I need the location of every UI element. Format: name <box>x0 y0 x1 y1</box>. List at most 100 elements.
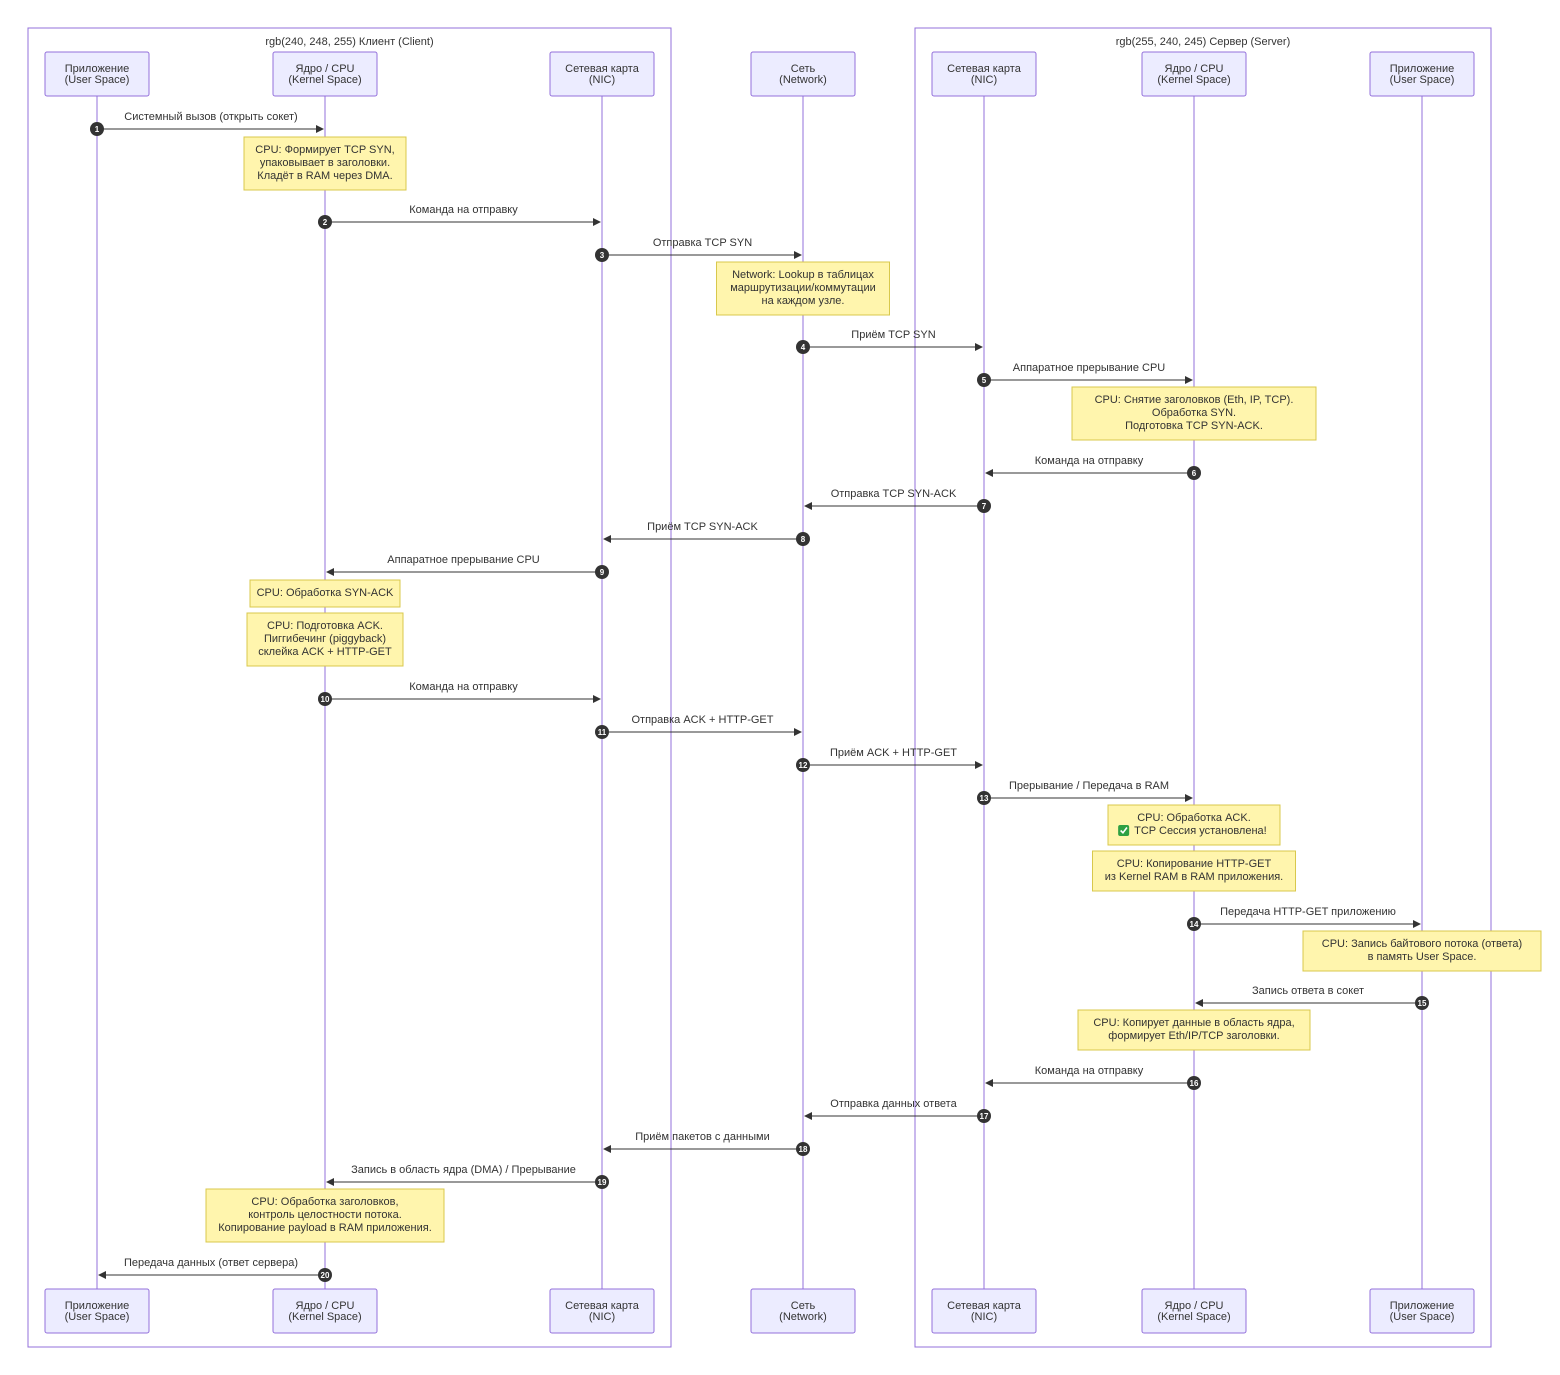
checkmark-icon <box>1118 825 1130 836</box>
participant-net-bottom: Сеть(Network) <box>750 1288 856 1334</box>
message-label: Отправка TCP SYN <box>653 237 752 249</box>
sequence-number-badge <box>977 791 991 805</box>
message-label: Команда на отправку <box>409 204 518 216</box>
participant-box <box>1141 1288 1247 1334</box>
participant-label: Ядро / CPU <box>296 63 355 75</box>
participant-s_cpu-bottom: Ядро / CPU(Kernel Space) <box>1141 1288 1247 1334</box>
participant-label: (Kernel Space) <box>288 74 361 86</box>
participant-c_nic-top: Сетевая карта(NIC) <box>549 51 655 97</box>
message-17: Отправка данных ответа 17 <box>804 1098 991 1123</box>
participant-net-top: Сеть(Network) <box>750 51 856 97</box>
message-label: Запись в область ядра (DMA) / Прерывание <box>351 1164 576 1176</box>
participant-c_app-top: Приложение(User Space) <box>44 51 150 97</box>
participant-c_cpu-top: Ядро / CPU(Kernel Space) <box>272 51 378 97</box>
sequence-number-badge <box>318 215 332 229</box>
participant-s_nic-bottom: Сетевая карта(NIC) <box>931 1288 1037 1334</box>
participant-label: (User Space) <box>65 1311 130 1323</box>
note-text: маршрутизации/коммутации <box>730 282 876 294</box>
note-text: контроль целостности потока. <box>248 1209 402 1221</box>
participant-label: (Network) <box>779 74 827 86</box>
sequence-number: 17 <box>980 1112 989 1121</box>
message-9: Аппаратное прерывание CPU 9 <box>326 554 609 579</box>
sequence-number-badge <box>796 1142 810 1156</box>
message-label: Отправка ACK + HTTP-GET <box>631 714 773 726</box>
client-box-title: rgb(240, 248, 255) Клиент (Client) <box>265 36 433 48</box>
sequence-number-badge <box>796 758 810 772</box>
sequence-number: 2 <box>323 218 328 227</box>
participant-label: Сеть <box>791 1300 816 1312</box>
participant-box <box>750 51 856 97</box>
participant-box <box>44 1288 150 1334</box>
server-box <box>914 27 1492 1348</box>
message-label: Передача данных (ответ сервера) <box>124 1257 298 1269</box>
participant-label: (Kernel Space) <box>1157 1311 1230 1323</box>
sequence-number-badge <box>595 1175 609 1189</box>
sequence-number-badge <box>796 532 810 546</box>
note: CPU: Формирует TCP SYN,упаковывает в заг… <box>243 136 407 191</box>
participant-label: Сетевая карта <box>947 1300 1022 1312</box>
sequence-number-badge <box>977 499 991 513</box>
note-text: Подготовка TCP SYN-ACK. <box>1125 420 1263 432</box>
sequence-number: 10 <box>321 695 330 704</box>
sequence-number-badge <box>595 725 609 739</box>
message-label: Отправка данных ответа <box>830 1098 957 1110</box>
message-label: Системный вызов (открыть сокет) <box>124 111 297 123</box>
sequence-number: 20 <box>321 1271 330 1280</box>
participant-s_nic-top: Сетевая карта(NIC) <box>931 51 1037 97</box>
participant-label: (NIC) <box>589 74 615 86</box>
note-box <box>1071 386 1317 441</box>
note-box <box>249 579 401 608</box>
message-label: Приём TCP SYN <box>851 329 935 341</box>
sequence-number: 6 <box>1192 469 1197 478</box>
message-label: Команда на отправку <box>409 681 518 693</box>
participant-box <box>1369 51 1475 97</box>
message-2: Команда на отправку 2 <box>318 204 601 229</box>
note-text: Обработка SYN. <box>1152 407 1236 419</box>
participant-box <box>931 1288 1037 1334</box>
participant-label: Сеть <box>791 63 816 75</box>
note-box <box>1077 1009 1311 1051</box>
message-label: Аппаратное прерывание CPU <box>1013 362 1165 374</box>
note: CPU: Обработка ACK.TCP Сессия установлен… <box>1107 804 1281 846</box>
participant-label: (Network) <box>779 1311 827 1323</box>
message-label: Команда на отправку <box>1035 455 1144 467</box>
note-text: Кладёт в RAM через DMA. <box>257 170 392 182</box>
participant-box <box>1141 51 1247 97</box>
sequence-number: 13 <box>980 794 989 803</box>
message-6: Команда на отправку 6 <box>985 455 1201 480</box>
sequence-number-badge <box>1415 996 1429 1010</box>
participant-box <box>272 51 378 97</box>
client-box <box>27 27 672 1348</box>
note-text: Пиггибечинг (piggyback) <box>264 633 386 645</box>
participant-label: (NIC) <box>589 1311 615 1323</box>
participant-label: Ядро / CPU <box>296 1300 355 1312</box>
sequence-number: 18 <box>799 1145 808 1154</box>
sequence-number-badge <box>318 1268 332 1282</box>
sequence-number: 11 <box>598 728 607 737</box>
sequence-number-badge <box>595 565 609 579</box>
participant-box <box>750 1288 856 1334</box>
participant-label: Сетевая карта <box>565 63 640 75</box>
server-box-title: rgb(255, 240, 245) Сервер (Server) <box>1116 36 1290 48</box>
message-label: Аппаратное прерывание CPU <box>387 554 539 566</box>
participant-label: Приложение <box>1390 1300 1455 1312</box>
sequence-number-badge <box>977 373 991 387</box>
note: CPU: Обработка SYN-ACK <box>249 579 401 608</box>
participant-label: (User Space) <box>1390 1311 1455 1323</box>
participant-c_cpu-bottom: Ядро / CPU(Kernel Space) <box>272 1288 378 1334</box>
message-20: Передача данных (ответ сервера) 20 <box>98 1257 332 1282</box>
participant-s_app-bottom: Приложение(User Space) <box>1369 1288 1475 1334</box>
note-text: CPU: Обработка заголовков, <box>251 1196 398 1208</box>
participant-box <box>549 51 655 97</box>
participant-c_nic-bottom: Сетевая карта(NIC) <box>549 1288 655 1334</box>
sequence-number: 9 <box>600 568 605 577</box>
sequence-number-badge <box>796 340 810 354</box>
